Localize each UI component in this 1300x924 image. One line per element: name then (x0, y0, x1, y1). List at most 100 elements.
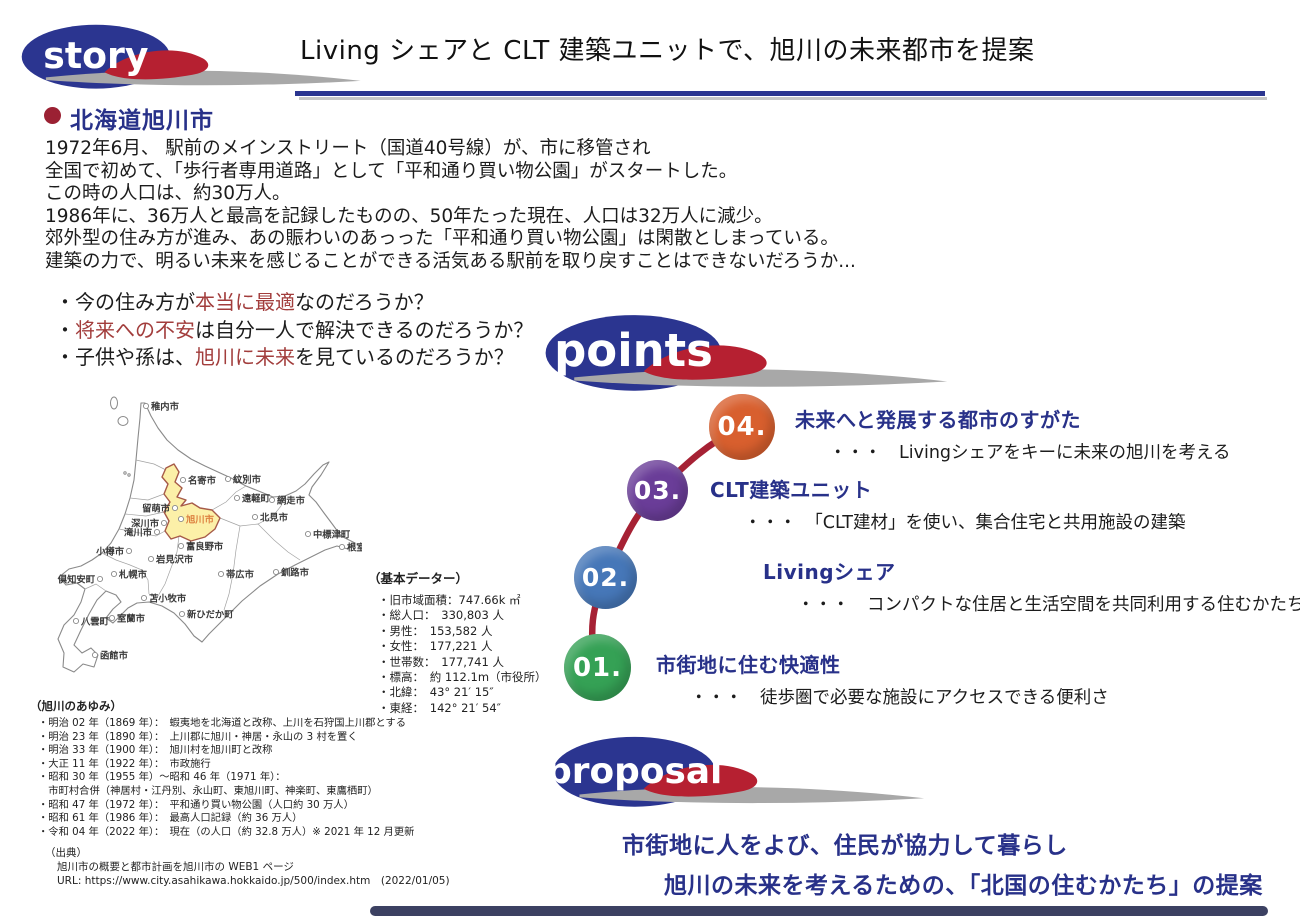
city-marker-icon (233, 494, 241, 502)
point-text: 未来へと発展する都市のすがた ・・・ Livingシェアをキーに未来の旭川を考え… (795, 404, 1231, 464)
source-heading: （出典） (45, 847, 87, 859)
proposal-badge: proposal (550, 736, 925, 807)
paragraph-line: 郊外型の住み方が進み、あの賑わいのあっった「平和通り買い物公園」は閑散としまって… (45, 228, 839, 249)
point-title: 未来へと発展する都市のすがた (795, 408, 1081, 432)
story-badge-label: story (43, 34, 148, 77)
city-marker-icon (147, 555, 155, 563)
question-text: ・今の住み方が (55, 290, 195, 314)
source-list: 旭川市の概要と都市計画を旭川市の WEB1 ページ URL: https://ww… (45, 860, 450, 888)
paragraph-line: 建築の力で、明るい未来を感じることができる活気ある駅前を取り戻すことはできないだ… (45, 250, 856, 272)
point-text: CLT建築ユニット ・・・ 「CLT建材」を使い、集合住宅と共用施設の建築 (710, 474, 1186, 534)
history-item: ・昭和 61 年（1986 年）： 最高人口記録（約 36 万人） (38, 812, 303, 825)
small-island (127, 473, 131, 477)
basic-data-item: ・総人口： 330,803 人 (378, 608, 504, 623)
point-number-circle: 02. (574, 546, 637, 609)
city-marker-icon (171, 504, 179, 512)
city-label: 新ひだか町 (187, 608, 234, 620)
question-item: ・将来への不安は自分一人で解決できるのだろうか？ (55, 317, 533, 345)
city-marker-icon (160, 519, 168, 527)
point-text: Livingシェア ・・・ コンパクトな住居と生活空間を共同利用する住むかたち (763, 556, 1300, 616)
story-badge: story (21, 24, 361, 89)
question-highlight: 本当に最適 (195, 290, 295, 314)
paragraph-line: 全国で初めて、「歩行者専用道路」として「平和通り買い物公園」がスタートした。 (45, 160, 738, 182)
city-label: 中標津町 (313, 528, 351, 540)
point-description: ・・・ コンパクトな住居と生活空間を共同利用する住むかたち (797, 595, 1300, 615)
proposal-line: 市街地に人をよび、住民が協力して暮らし (622, 833, 1068, 859)
small-island (123, 471, 127, 475)
question-list: ・今の住み方が本当に最適なのだろうか？・将来への不安は自分一人で解決できるのだろ… (55, 289, 533, 372)
city-label: 根室市 (347, 541, 362, 553)
basic-data-item: ・東経： 142° 21′ 54″ (378, 700, 501, 715)
point-number: 02. (581, 563, 630, 592)
title-divider-shadow (299, 97, 1267, 100)
city-marker-icon (338, 543, 346, 551)
question-highlight: 将来への不安 (75, 317, 195, 342)
city-marker-icon (268, 496, 276, 504)
city-label: 室蘭市 (117, 612, 146, 624)
city-label: 名寄市 (188, 474, 217, 486)
city-marker-icon (91, 651, 99, 659)
basic-data-item: ・旧市域面積：747.66k ㎡ (378, 593, 521, 607)
question-text: ・ (55, 317, 75, 342)
paragraph-line: 1986年に、36万人と最高を記録したものの、50年たった現在、人口は32万人に… (45, 205, 773, 227)
city-marker-icon (224, 475, 232, 483)
map-cities: 稚内市名寄市紋別市遠軽町網走市北見市留萌市深川市旭川市滝川市中標津町根室市小樽市… (57, 400, 362, 661)
subprefecture-borders (84, 459, 301, 611)
kamikawa-highlight-region (161, 463, 221, 542)
point-title: 市街地に住む快適性 (656, 653, 841, 677)
city-label: 倶知安町 (57, 573, 96, 585)
paragraph-line: 1972年6月、 駅前のメインストリート（国道40号線）が、市に移管され (45, 138, 651, 159)
city-marker-icon (217, 570, 225, 578)
proposal-line: 旭川の未来を考えるための、「北国の住むかたち」の提案 (664, 873, 1263, 899)
city-label: 滝川市 (124, 526, 153, 538)
point-number-circle: 03. (627, 460, 688, 521)
basic-data-heading: （基本データー） (368, 571, 469, 586)
question-text: は自分一人で解決できるのだろうか？ (195, 317, 534, 342)
city-marker-icon (108, 614, 116, 622)
basic-data-item: ・女性： 177,221 人 (378, 639, 493, 654)
basic-data-item: ・北緯： 43° 21′ 15″ (378, 685, 494, 700)
source-line: URL: https://www.city.asahikawa.hokkaido… (57, 875, 450, 887)
city-label: 八雲町 (80, 615, 110, 627)
hokkaido-outline (57, 402, 356, 673)
city-label: 函館市 (100, 649, 129, 661)
section-heading: 北海道旭川市 (70, 108, 214, 134)
question-item: ・今の住み方が本当に最適なのだろうか？ (55, 289, 533, 317)
city-marker-icon (96, 575, 104, 583)
point-description: ・・・ Livingシェアをキーに未来の旭川を考える (829, 443, 1231, 463)
point-text: 市街地に住む快適性 ・・・ 徒歩圏で必要な施設にアクセスできる便利さ (656, 649, 1109, 709)
source-line: 旭川市の概要と都市計画を旭川市の WEB1 ページ (57, 861, 294, 873)
city-marker-icon (110, 570, 118, 578)
city-label: 留萌市 (142, 502, 171, 514)
points-badge: points (545, 315, 948, 391)
history-list: ・明治 02 年（1869 年）： 蝦夷地を北海道と改称、上川を石狩国上川郡とす… (30, 717, 414, 839)
history-item: ・明治 33 年（1900 年）： 旭川村を旭川町と改称 (38, 744, 273, 757)
point-title: Livingシェア (763, 560, 896, 584)
city-label: 苫小牧市 (149, 592, 187, 604)
city-marker-icon (177, 515, 185, 523)
history-item: ・大正 11 年（1922 年）： 市政施行 (38, 757, 211, 770)
city-label: 稚内市 (151, 400, 180, 412)
city-marker-icon (125, 547, 133, 555)
question-highlight: 旭川に未来 (195, 345, 295, 369)
city-marker-icon (153, 528, 161, 536)
paragraph-line: この時の人口は、約30万人。 (45, 183, 291, 204)
history-item: ・令和 04 年（2022 年）： 現在（の人口（約 32.8 万人）※ 202… (38, 825, 415, 838)
question-text: を見ているのだろうか？ (295, 345, 514, 369)
history-item: 市町村合併（神居村・江丹別、永山町、東旭川町、神楽町、東鷹栖町） (38, 784, 378, 797)
city-label: 札幌市 (118, 568, 148, 580)
question-item: ・子供や孫は、旭川に未来を見ているのだろうか？ (55, 344, 533, 372)
page-title: Living シェアと CLT 建築ユニットで、旭川の未来都市を提案 (300, 36, 1035, 66)
section-bullet-icon (44, 107, 61, 124)
city-marker-icon (178, 610, 186, 618)
badge-red-swoosh-icon (643, 345, 767, 380)
city-marker-icon (179, 476, 187, 484)
proposal-badge-label: proposal (550, 751, 722, 792)
point-number: 03. (633, 476, 682, 505)
history-heading: （旭川のあゆみ） (30, 699, 122, 713)
point-description: ・・・ 徒歩圏で必要な施設にアクセスできる便利さ (690, 688, 1109, 708)
rebun-island (110, 396, 118, 410)
point-number-circle: 01. (564, 634, 631, 701)
basic-data-item: ・標高： 約 112.1m（市役所） (378, 670, 547, 685)
point-number: 04. (717, 412, 767, 442)
